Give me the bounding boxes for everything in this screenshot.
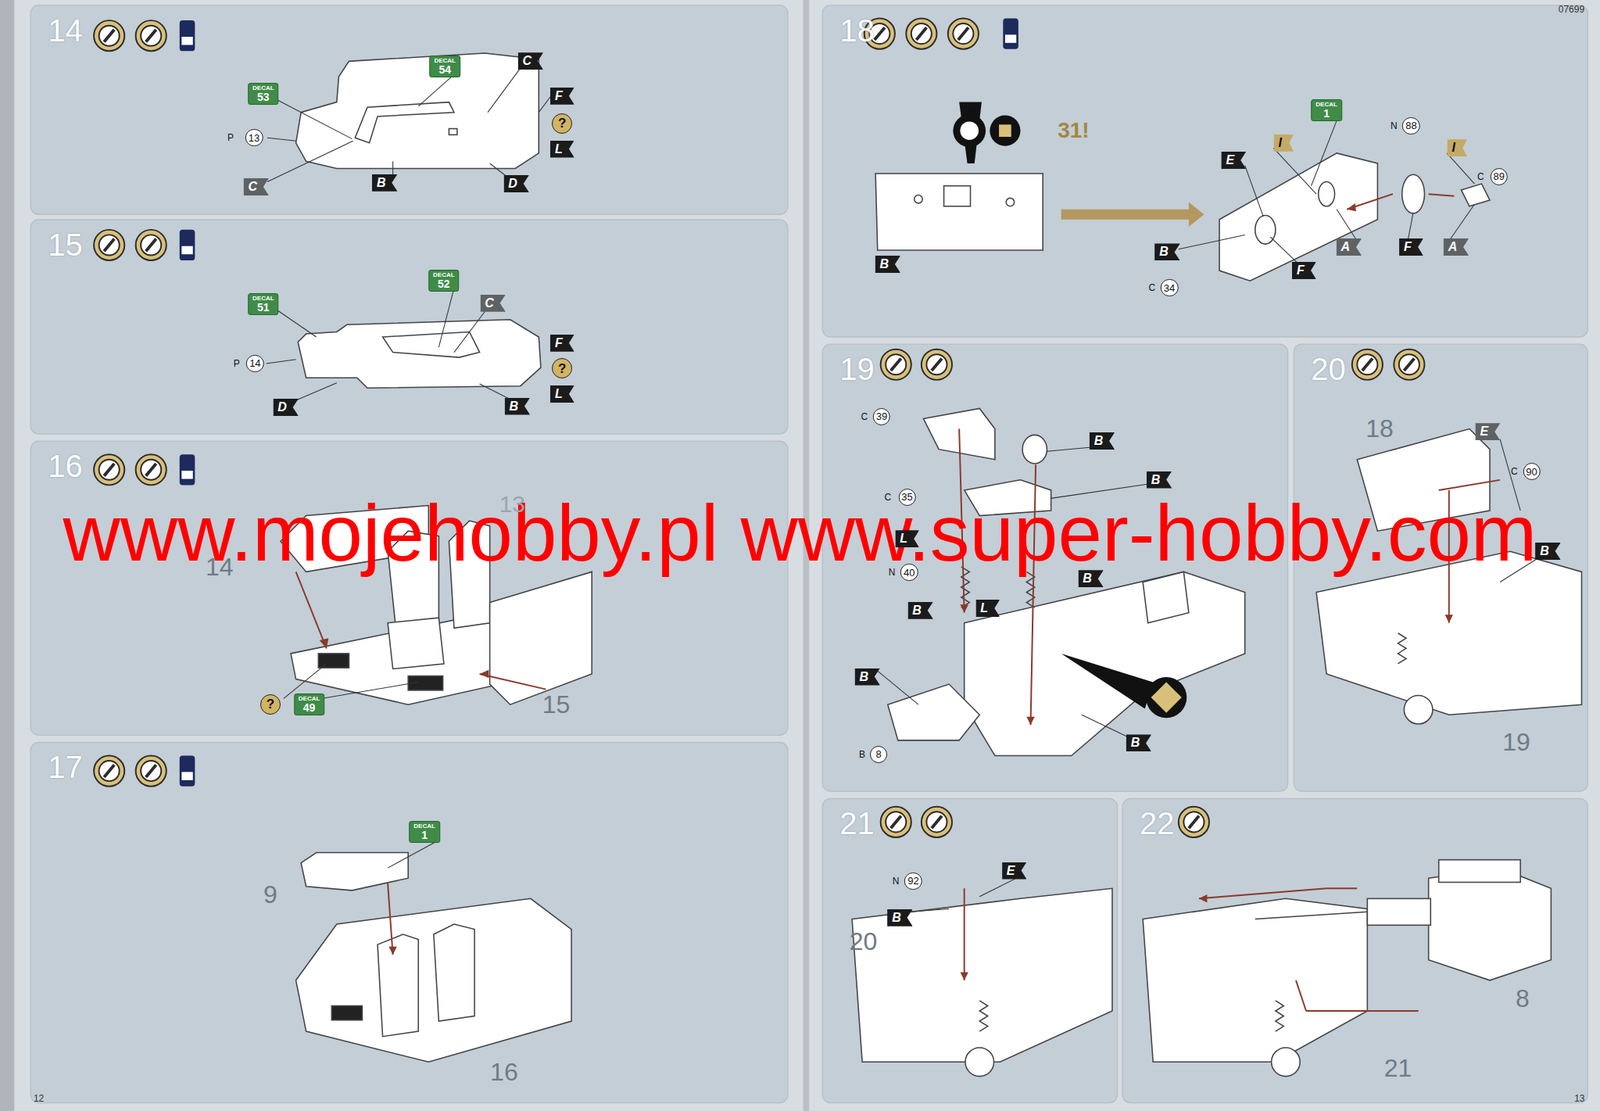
decal-word: DECAL (413, 823, 436, 830)
decal-badge: DECAL51 (247, 293, 280, 315)
decal-badge: DECAL54 (429, 55, 461, 78)
step-panel: 14DECAL53DECAL54 (30, 5, 788, 215)
sprue-letter: C (884, 492, 892, 502)
decal-word: DECAL (1315, 101, 1338, 108)
step-panel: 17DECAL1 (30, 741, 788, 1103)
decal-word: DECAL (298, 695, 321, 702)
decal-badge: DECAL1 (1310, 99, 1343, 122)
decal-badge: DECAL1 (408, 820, 441, 843)
sprue-letter: P (233, 358, 240, 369)
part-number: 15 (542, 691, 571, 717)
step-panel: 22 (1122, 798, 1588, 1103)
color-question-mark: ? (551, 113, 573, 134)
part-number: 18 (1365, 415, 1394, 441)
part-number: 19 (1502, 729, 1531, 755)
decal-badge: DECAL53 (247, 82, 280, 105)
step-panel: 18DECAL1 (822, 5, 1588, 337)
page-number: 12 (33, 1093, 44, 1103)
decal-number: 53 (252, 91, 275, 103)
decal-number: 51 (252, 301, 275, 313)
sprue-letter: C (1477, 171, 1485, 182)
step-number: 22 (1139, 807, 1175, 839)
sprue-letter: C (860, 411, 868, 422)
step-panel: 15DECAL51DECAL52 (30, 219, 788, 434)
decal-number: 52 (433, 278, 455, 290)
step-panel: 16DECAL49 (30, 440, 788, 735)
page-number: 07699 (1558, 4, 1585, 15)
step-number: 18 (839, 14, 875, 47)
watermark: www.mojehobby.pl www.super-hobby.com (63, 493, 1538, 574)
part-number: 13 (499, 492, 526, 516)
sprue-letter: N (1390, 121, 1398, 131)
color-question-mark: ? (260, 694, 281, 715)
decal-badge: DECAL49 (293, 693, 326, 716)
part-number: 20 (849, 928, 878, 954)
sprue-letter: N (888, 567, 896, 577)
step-number: 19 (839, 353, 875, 385)
decal-number: 1 (1315, 107, 1338, 119)
decal-word: DECAL (433, 272, 455, 279)
part-number: 21 (1384, 1055, 1413, 1081)
step-number: 14 (47, 14, 83, 47)
step-number: 17 (47, 751, 83, 783)
decal-number: 1 (413, 829, 436, 841)
callout-number: 8 (869, 745, 888, 763)
decal-word: DECAL (433, 57, 456, 65)
part-number: 14 (205, 554, 234, 580)
sprue-letter: B (859, 749, 866, 759)
step-number: 20 (1310, 353, 1346, 385)
sprue-letter: C (1510, 466, 1518, 477)
step-reference: 31! (1057, 119, 1089, 142)
decal-word: DECAL (252, 85, 275, 92)
part-number: 8 (1515, 985, 1530, 1011)
decal-word: DECAL (252, 295, 275, 302)
step-number: 21 (839, 807, 875, 839)
color-question-mark: ? (551, 357, 573, 379)
step-number: 16 (47, 450, 83, 482)
part-number: 16 (490, 1059, 519, 1085)
decal-number: 49 (298, 701, 321, 713)
decal-badge: DECAL52 (428, 269, 460, 292)
page-number: 13 (1574, 1093, 1585, 1103)
decal-number: 54 (433, 64, 456, 76)
sprue-letter: N (892, 876, 900, 886)
step-number: 15 (47, 229, 83, 261)
sprue-letter: P (227, 132, 234, 143)
part-number: 9 (263, 881, 278, 907)
sprue-letter: C (1148, 282, 1157, 293)
